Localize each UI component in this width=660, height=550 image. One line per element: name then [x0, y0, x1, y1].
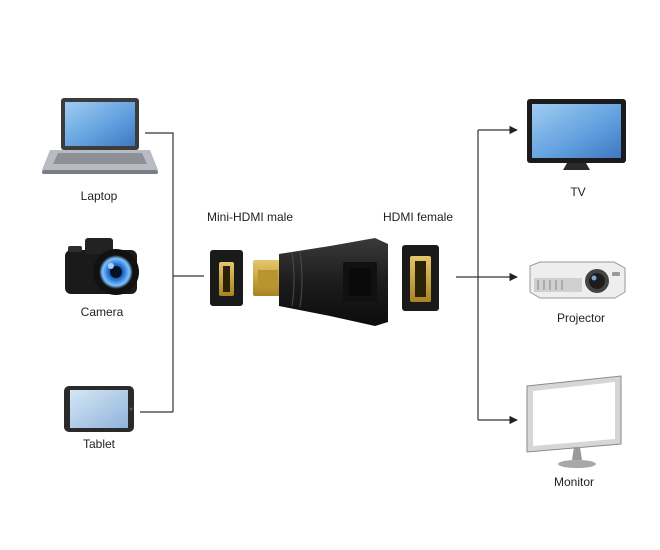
- mini-hdmi-male-label: Mini-HDMI male: [207, 210, 294, 224]
- hdmi-female-label: HDMI female: [383, 210, 454, 224]
- monitor-icon: [526, 375, 622, 468]
- destination-connector-lines: [456, 125, 518, 425]
- projector-icon: [529, 261, 626, 299]
- projector-label: Projector: [556, 311, 606, 325]
- tv-icon: [527, 99, 626, 170]
- tv-label: TV: [570, 185, 586, 199]
- source-connector-lines: [140, 132, 204, 413]
- laptop-line: [145, 132, 174, 412]
- monitor-label: Monitor: [553, 475, 595, 489]
- hdmi-female-face-icon: [402, 245, 439, 311]
- mini-hdmi-male-face-icon: [210, 250, 243, 306]
- laptop-label: Laptop: [80, 189, 118, 203]
- hdmi-adapter-icon: [210, 238, 439, 326]
- camera-label: Camera: [80, 305, 124, 319]
- tablet-icon: [64, 386, 134, 432]
- tablet-label: Tablet: [82, 437, 116, 451]
- camera-icon: [65, 238, 139, 295]
- laptop-icon: [42, 98, 158, 174]
